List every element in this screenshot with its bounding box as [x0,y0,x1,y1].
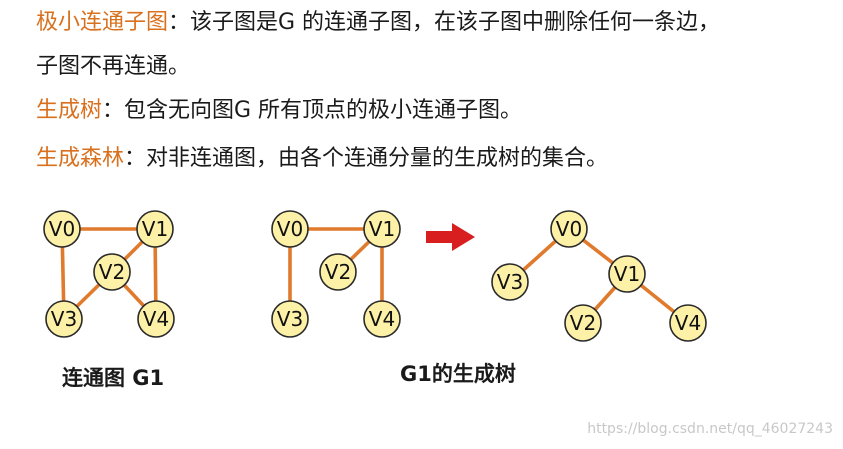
node-v0: V0 [550,210,588,248]
node-v1: V1 [136,210,174,248]
node-circle [271,210,309,248]
node-circle [669,304,707,342]
node-v0: V0 [271,210,309,248]
definition-continuation: 子图不再连通。 [36,52,190,82]
node-v4: V4 [137,300,175,338]
node-circle [363,210,401,248]
node-v3: V3 [491,263,529,301]
term-label: 生成树 [36,98,103,123]
node-circle [564,304,602,342]
node-label: V0 [556,217,582,241]
node-label: V3 [277,307,303,331]
node-v2: V2 [93,253,131,291]
node-v1: V1 [608,255,646,293]
node-label: V0 [277,217,303,241]
term-label: 极小连通子图 [36,10,169,35]
node-label: V4 [143,307,169,331]
node-v4: V4 [363,300,401,338]
node-label: V1 [614,262,640,286]
node-label: V3 [51,307,77,331]
caption-g1: 连通图 G1 [62,366,165,390]
node-v2: V2 [319,253,357,291]
node-v2: V2 [564,304,602,342]
node-circle [137,300,175,338]
node-v1: V1 [363,210,401,248]
node-circle [45,300,83,338]
node-circle [43,210,81,248]
node-label: V2 [570,311,596,335]
node-circle [491,263,529,301]
node-label: V4 [675,311,701,335]
node-v3: V3 [45,300,83,338]
node-circle [608,255,646,293]
term-label: 生成森林 [36,146,125,171]
node-circle [550,210,588,248]
node-label: V1 [369,217,395,241]
caption-spanning-tree: G1的生成树 [400,362,516,386]
definition-text: ：对非连通图，由各个连通分量的生成树的集合。 [124,146,609,171]
node-label: V1 [142,217,168,241]
node-label: V2 [325,260,351,284]
definition-text: ：包含无向图G 所有顶点的极小连通子图。 [102,98,523,123]
watermark: https://blog.csdn.net/qq_46027243 [587,421,833,437]
node-label: V4 [369,307,395,331]
node-v3: V3 [271,300,309,338]
node-v0: V0 [43,210,81,248]
definition-spanning-tree: 生成树：包含无向图G 所有顶点的极小连通子图。 [36,96,522,126]
definition-spanning-forest: 生成森林：对非连通图，由各个连通分量的生成树的集合。 [36,144,608,174]
node-circle [136,210,174,248]
node-circle [271,300,309,338]
node-v4: V4 [669,304,707,342]
node-label: V0 [49,217,75,241]
node-label: V3 [497,270,523,294]
node-circle [319,253,357,291]
node-circle [363,300,401,338]
node-label: V2 [99,260,125,284]
right-arrow-icon [426,223,475,251]
definition-text: ：该子图是G 的连通子图，在该子图中删除任何一条边， [168,10,721,35]
definition-minimal-connected-subgraph: 极小连通子图：该子图是G 的连通子图，在该子图中删除任何一条边， [36,8,720,38]
node-circle [93,253,131,291]
definition-text: 子图不再连通。 [36,54,191,79]
